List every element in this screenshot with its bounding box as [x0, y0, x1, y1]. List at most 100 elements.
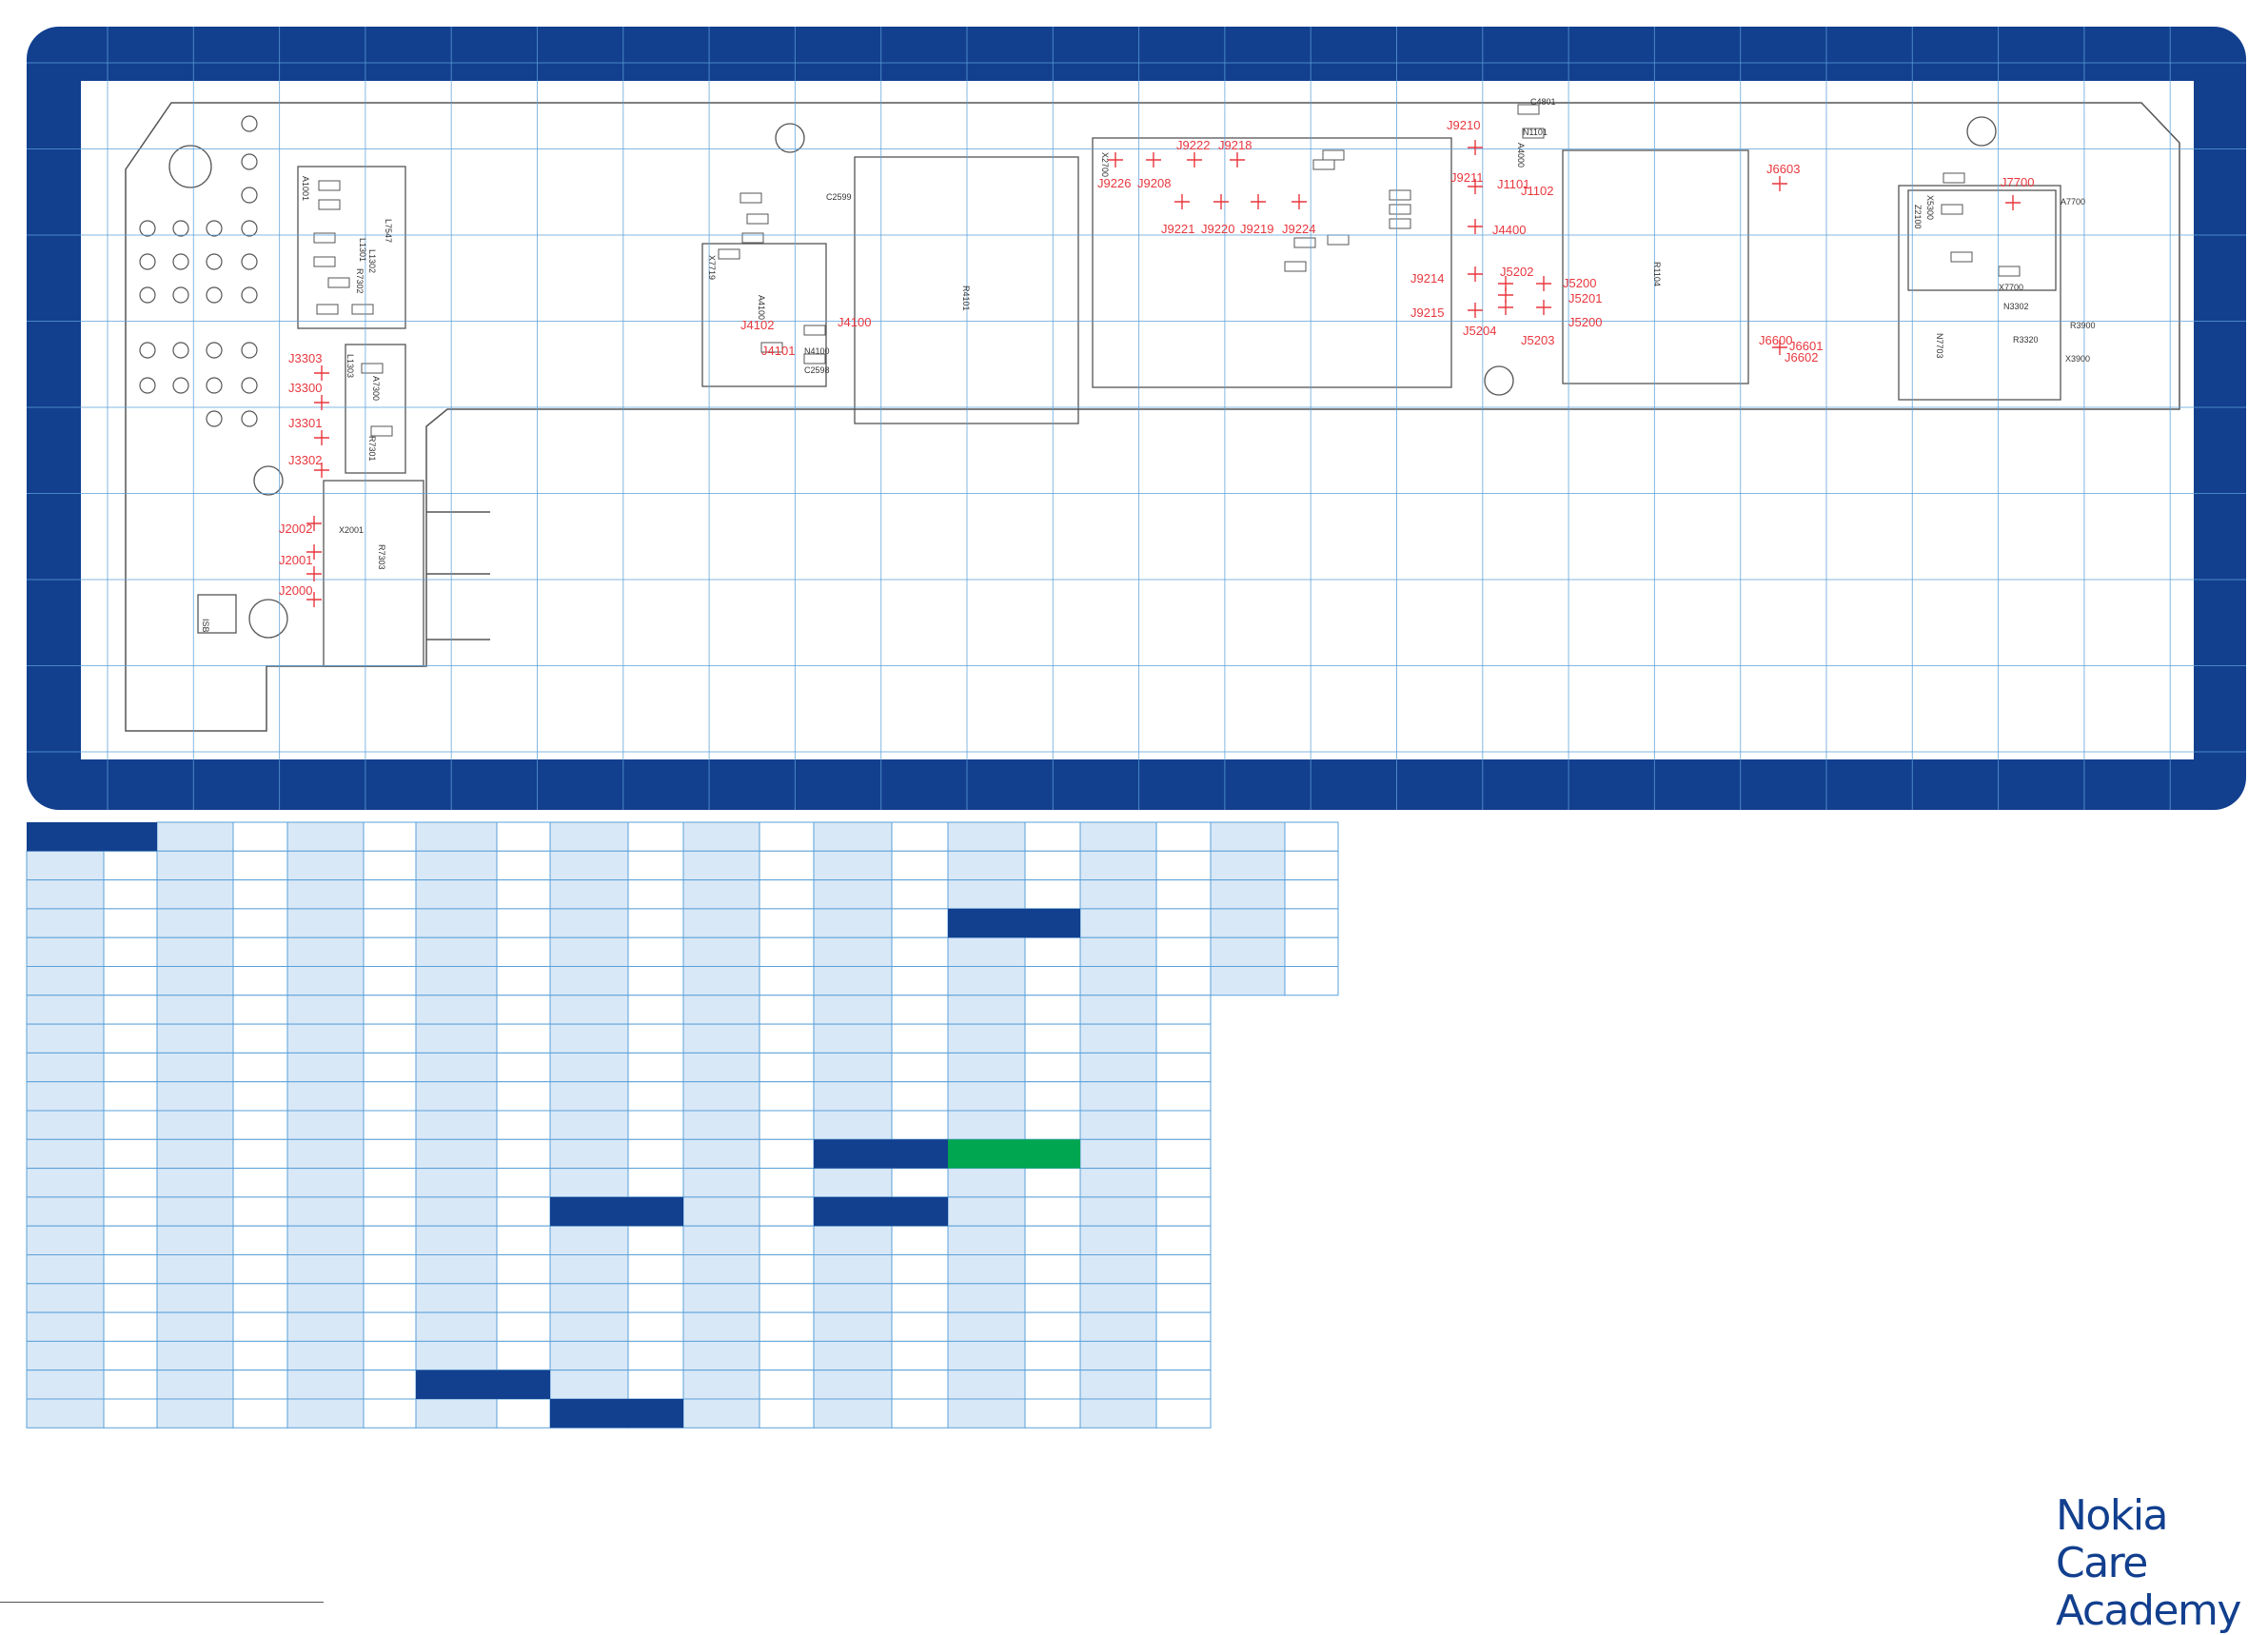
- table-cell: [26, 1052, 105, 1083]
- test-point-label: J9208: [1137, 176, 1171, 190]
- table-cell: [156, 1225, 234, 1255]
- table-cell: [947, 1398, 1026, 1428]
- table-cell: [682, 1138, 760, 1170]
- table-cell: [156, 1398, 234, 1428]
- table-cell: [627, 995, 684, 1025]
- pad: [206, 286, 223, 304]
- table-cell: [496, 1138, 551, 1170]
- smd-part: [803, 353, 826, 364]
- table-cell: [627, 1225, 684, 1255]
- table-cell: [496, 936, 551, 968]
- table-cell: [682, 908, 760, 938]
- table-cell: [496, 1254, 551, 1285]
- component-label: L1301: [358, 238, 367, 262]
- table-cell: [1024, 821, 1081, 852]
- table-cell: [947, 1311, 1026, 1342]
- pcb-edge: [125, 102, 2180, 732]
- mounting-hole: [1484, 365, 1514, 396]
- pad: [241, 286, 258, 304]
- smd-part: [370, 425, 393, 437]
- table-cell: [1079, 1052, 1157, 1083]
- table-cell: [26, 936, 105, 968]
- test-point-label: J6601: [1789, 339, 1823, 353]
- table-cell: [156, 1138, 234, 1170]
- test-point-label: J4400: [1492, 223, 1526, 237]
- table-cell: [232, 1168, 288, 1198]
- table-cell: [156, 1052, 234, 1083]
- component-label: R4101: [961, 286, 971, 311]
- highlighted-cell: [814, 1139, 948, 1169]
- table-cell: [627, 850, 684, 881]
- mounting-hole: [253, 465, 284, 496]
- component-label: A7300: [371, 376, 381, 401]
- table-cell: [1155, 1340, 1212, 1371]
- table-cell: [759, 1081, 815, 1112]
- table-cell: [26, 879, 105, 910]
- table-cell: [549, 908, 629, 938]
- table-cell: [26, 1254, 105, 1285]
- table-cell: [891, 1081, 949, 1112]
- component-label: X2001: [339, 525, 364, 535]
- test-point-label: J4102: [740, 318, 774, 332]
- component-label: R3320: [2013, 335, 2039, 345]
- table-cell: [759, 1369, 815, 1400]
- table-header-bar: [27, 822, 157, 852]
- table-cell: [415, 966, 498, 996]
- table-cell: [891, 1110, 949, 1140]
- table-cell: [103, 879, 158, 910]
- component-label: L7547: [384, 219, 393, 243]
- table-cell: [1079, 1283, 1157, 1313]
- test-point-cross: [314, 395, 329, 410]
- pad: [241, 220, 258, 237]
- table-cell: [549, 1369, 629, 1400]
- table-cell: [549, 1023, 629, 1054]
- test-point-cross: [1468, 303, 1483, 318]
- highlighted-cell: [948, 1139, 1080, 1169]
- table-cell: [682, 1110, 760, 1140]
- table-cell: [232, 879, 288, 910]
- test-point-label: J5201: [1568, 291, 1602, 305]
- table-cell: [759, 1138, 815, 1170]
- pad: [206, 377, 223, 394]
- test-point-cross: [1536, 300, 1551, 315]
- table-cell: [1284, 936, 1339, 968]
- table-cell: [363, 1369, 417, 1400]
- test-point-cross: [1174, 194, 1190, 209]
- test-point-cross: [1536, 276, 1551, 291]
- table-cell: [232, 1283, 288, 1313]
- table-cell: [682, 995, 760, 1025]
- table-cell: [286, 995, 365, 1025]
- table-cell: [1024, 1225, 1081, 1255]
- table-cell: [813, 1110, 893, 1140]
- component-label: A7700: [2061, 197, 2085, 207]
- mounting-hole: [168, 145, 212, 188]
- test-point-label: J9218: [1218, 138, 1252, 152]
- table-cell: [496, 1081, 551, 1112]
- table-cell: [26, 1138, 105, 1170]
- logo-line-1: Nokia Care: [2056, 1491, 2169, 1587]
- table-cell: [363, 936, 417, 968]
- component-label: A1001: [301, 176, 310, 201]
- pad: [139, 220, 156, 237]
- table-cell: [156, 1110, 234, 1140]
- table-cell: [156, 1168, 234, 1198]
- table-cell: [232, 850, 288, 881]
- test-point-label: J2001: [279, 553, 312, 567]
- table-cell: [286, 1023, 365, 1054]
- table-cell: [103, 1110, 158, 1140]
- test-point-cross: [2005, 195, 2021, 210]
- table-cell: [363, 1081, 417, 1112]
- table-cell: [549, 1081, 629, 1112]
- table-cell: [813, 879, 893, 910]
- table-cell: [26, 908, 105, 938]
- test-point-label: J5203: [1521, 333, 1554, 347]
- table-cell: [286, 850, 365, 881]
- table-cell: [156, 908, 234, 938]
- pad: [139, 286, 156, 304]
- table-cell: [1079, 821, 1157, 852]
- table-cell: [1210, 879, 1286, 910]
- table-cell: [232, 1081, 288, 1112]
- test-point-cross: [1230, 152, 1245, 167]
- component-label: A4100: [757, 295, 766, 320]
